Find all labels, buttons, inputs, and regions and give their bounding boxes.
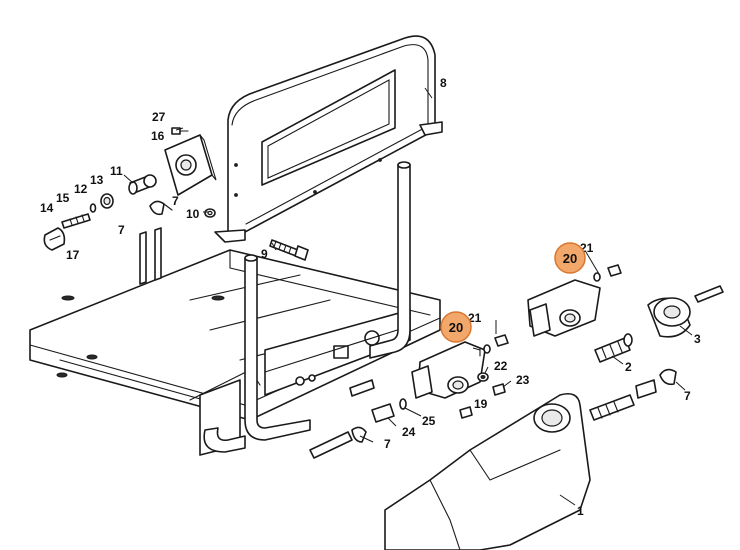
fitting-part-7-right — [589, 368, 677, 421]
pin-part-14-15 — [61, 213, 91, 229]
callout-7-left: 7 — [118, 223, 125, 237]
callout-22: 22 — [494, 359, 508, 373]
callout-27: 27 — [152, 110, 166, 124]
nut-part-22 — [477, 372, 489, 382]
callout-21-lower: 21 — [468, 311, 482, 325]
callout-12: 12 — [74, 182, 88, 196]
rod-right — [694, 285, 724, 303]
callout-9: 9 — [261, 247, 268, 261]
callout-2: 2 — [625, 360, 632, 374]
callout-23: 23 — [516, 373, 530, 387]
highlight-label-20-upper: 20 — [563, 251, 577, 266]
highlighted-callouts: 20 20 — [440, 242, 586, 343]
callout-24: 24 — [402, 425, 416, 439]
clip-part-7-upper — [149, 200, 173, 216]
fitting-part-2 — [594, 333, 633, 363]
callout-19: 19 — [474, 397, 488, 411]
callout-14: 14 — [40, 201, 54, 215]
washer-part-10 — [204, 208, 216, 218]
callout-17: 17 — [66, 248, 80, 262]
bolt-part-9 — [269, 239, 309, 261]
leader-lines — [123, 87, 693, 506]
callout-7-lower: 7 — [384, 437, 391, 451]
callouts: 1 2 3 7 7 7 7 8 9 10 11 12 13 14 15 16 1… — [40, 76, 701, 518]
callout-13: 13 — [90, 173, 104, 187]
fitting-part-24-25 — [349, 379, 407, 423]
bracket-part-16 — [164, 134, 217, 196]
callout-8: 8 — [440, 76, 447, 90]
handle-part-8 — [214, 35, 443, 243]
cap-part-3 — [647, 297, 691, 338]
handle-tube-frame — [203, 161, 411, 453]
callout-15: 15 — [56, 191, 70, 205]
highlight-circle-20-upper — [554, 242, 586, 274]
callout-3: 3 — [694, 332, 701, 346]
elbow-part-11 — [128, 174, 157, 195]
rods-left — [139, 227, 162, 285]
highlight-circle-20-lower — [440, 311, 472, 343]
callout-1: 1 — [577, 504, 584, 518]
screws-part-21 — [483, 264, 622, 354]
valve-upper — [527, 279, 601, 337]
tank-part-1 — [384, 392, 591, 550]
knob-part-17 — [43, 227, 66, 251]
callout-7-upper: 7 — [172, 194, 179, 208]
callout-25: 25 — [422, 414, 436, 428]
screw-part-23 — [459, 383, 506, 419]
washer-part-12 — [89, 203, 97, 213]
highlight-label-20-lower: 20 — [449, 320, 463, 335]
fitting-part-13 — [100, 193, 114, 209]
hose-clip-part-7-lower — [309, 426, 367, 459]
callout-10: 10 — [186, 207, 200, 221]
callout-16: 16 — [151, 129, 165, 143]
control-panel-plate — [264, 309, 411, 396]
callout-11: 11 — [110, 164, 123, 178]
callout-7-right: 7 — [684, 389, 691, 403]
valve-part-19 — [411, 341, 486, 399]
